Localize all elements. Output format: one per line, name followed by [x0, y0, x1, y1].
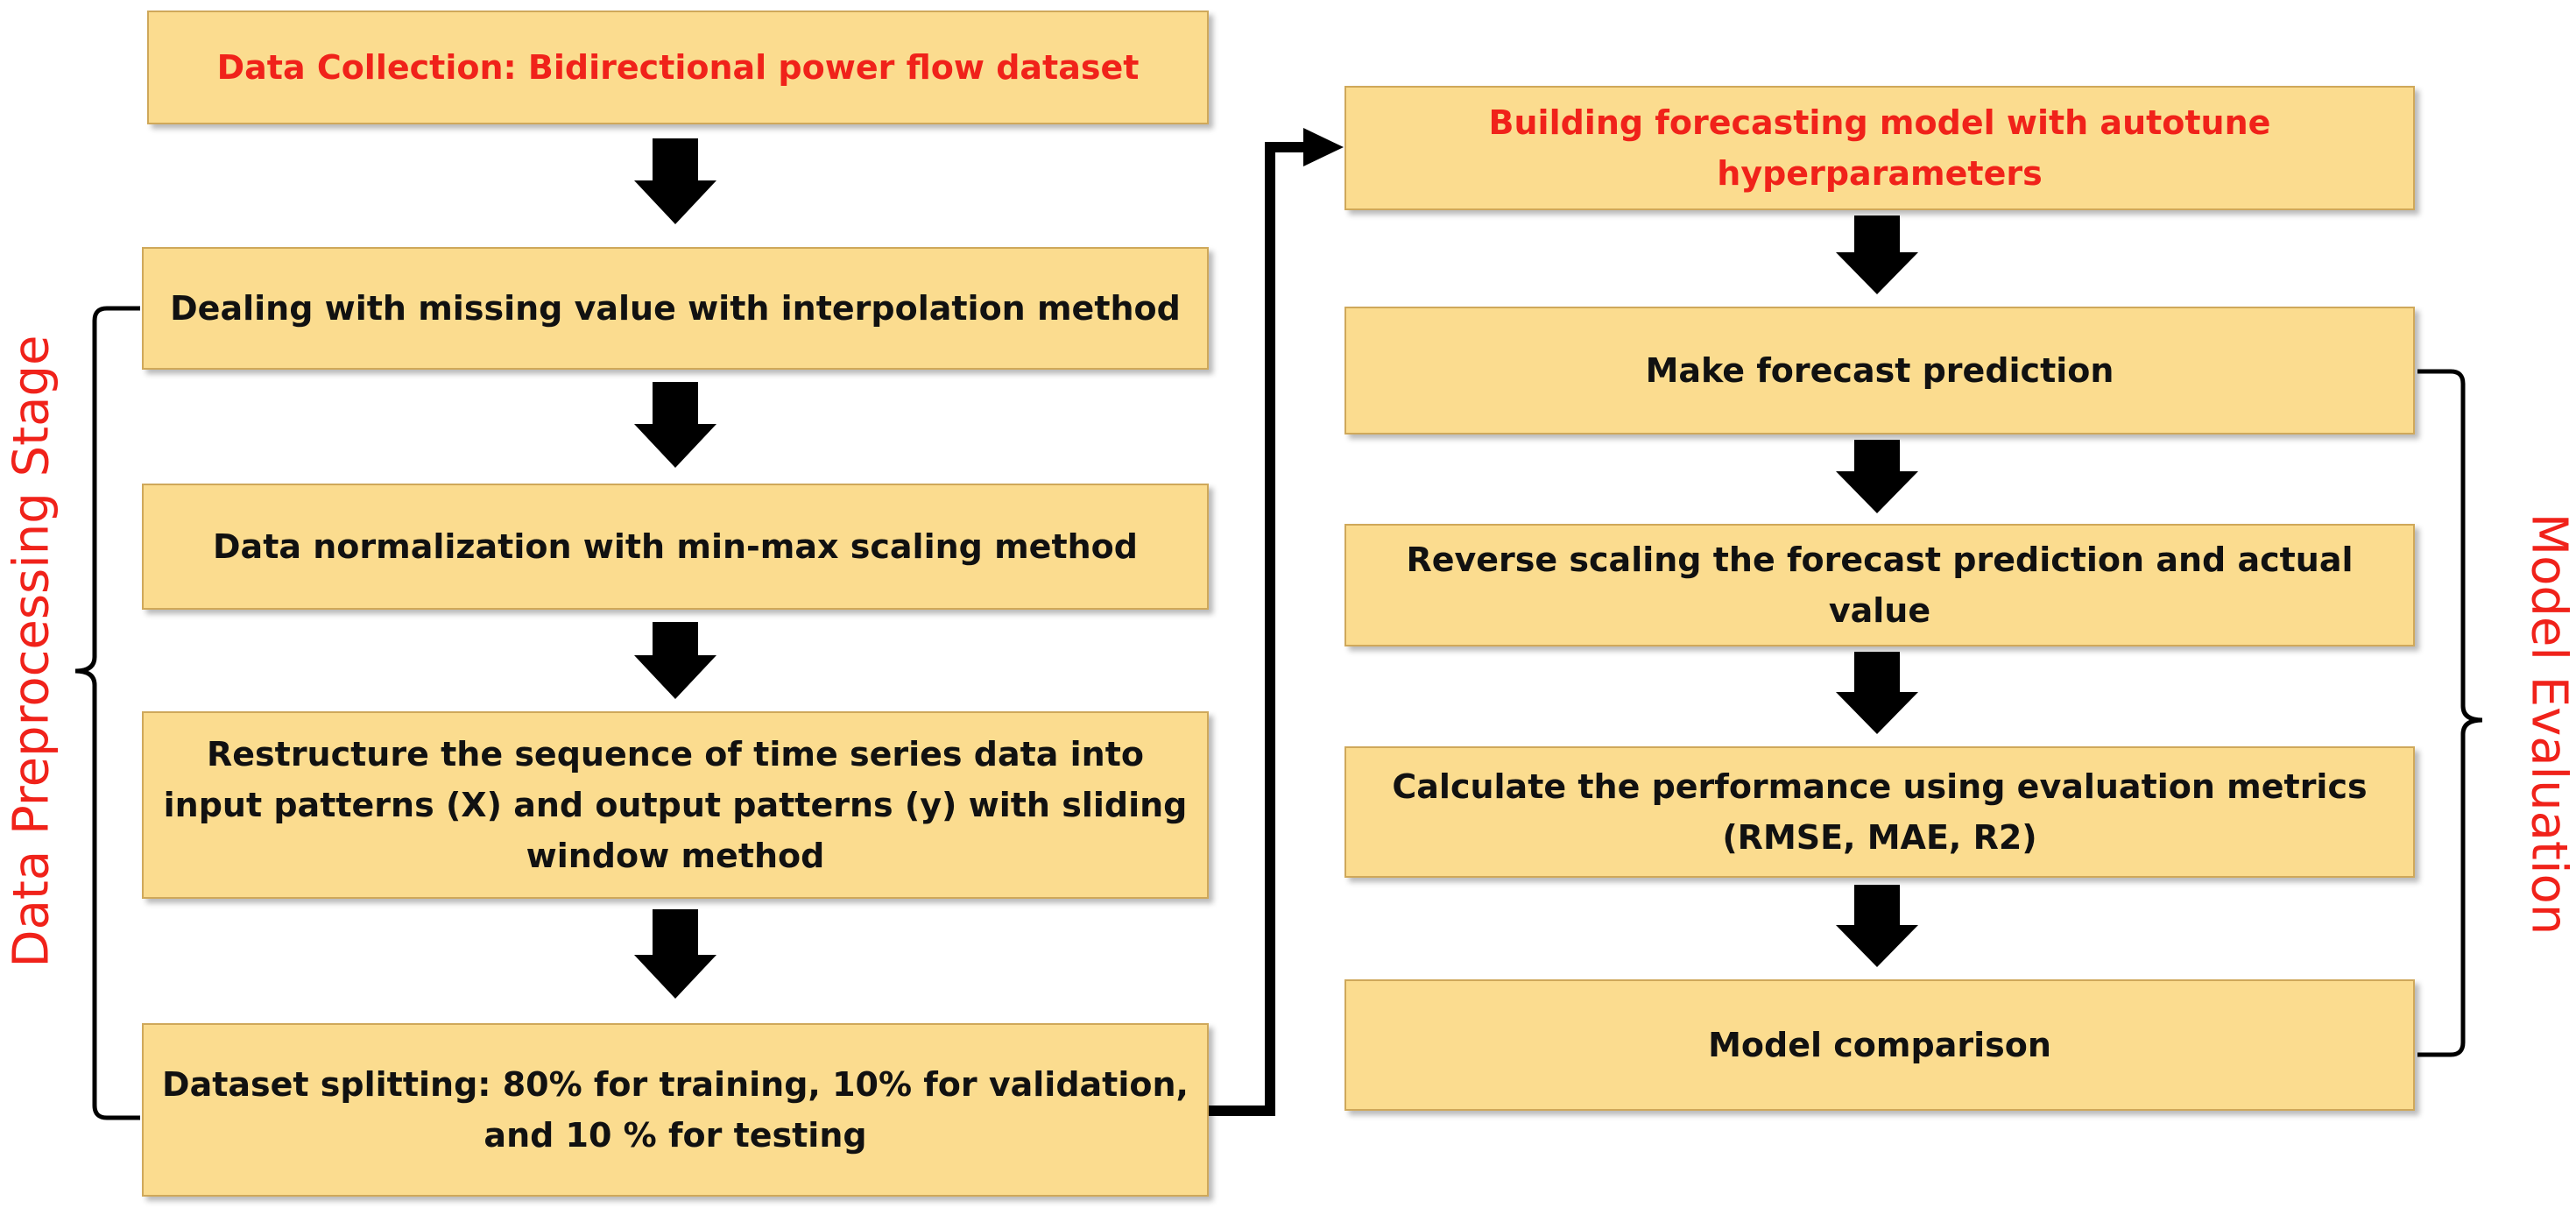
restructure-text: Restructure the sequence of time series …: [163, 735, 1188, 875]
arrow-down-icon: [1836, 652, 1918, 734]
reverse-scaling-text: Reverse scaling the forecast prediction …: [1406, 540, 2354, 630]
normalization-box: Data normalization with min-max scaling …: [142, 484, 1209, 610]
dataset-splitting-text: Dataset splitting: 80% for training, 10%…: [162, 1065, 1189, 1155]
calculate-performance-text: Calculate the performance using evaluati…: [1392, 767, 2368, 857]
arrow-down-icon: [1836, 440, 1918, 513]
arrow-down-icon: [634, 138, 716, 224]
building-model-box: Building forecasting model with autotune…: [1344, 86, 2415, 210]
arrow-right-icon: [1303, 128, 1344, 166]
arrow-down-icon: [1836, 885, 1918, 967]
model-evaluation-label: Model Evaluation: [2520, 512, 2576, 936]
model-comparison-text: Model comparison: [1708, 1026, 2051, 1064]
restructure-box: Restructure the sequence of time series …: [142, 711, 1209, 899]
reverse-scaling-box: Reverse scaling the forecast prediction …: [1344, 524, 2415, 646]
calculate-performance-box: Calculate the performance using evaluati…: [1344, 746, 2415, 878]
data-collection-box: Data Collection: Bidirectional power flo…: [147, 11, 1209, 124]
make-forecast-box: Make forecast prediction: [1344, 307, 2415, 434]
data-preprocessing-stage-label: Data Preprocessing Stage: [3, 335, 60, 968]
missing-value-box: Dealing with missing value with interpol…: [142, 247, 1209, 370]
data-collection-text: Data Collection: Bidirectional power flo…: [216, 48, 1140, 87]
left-brace: [74, 306, 140, 1120]
arrow-down-icon: [634, 382, 716, 468]
make-forecast-text: Make forecast prediction: [1645, 351, 2114, 390]
normalization-text: Data normalization with min-max scaling …: [213, 527, 1138, 566]
missing-value-text: Dealing with missing value with interpol…: [170, 289, 1181, 328]
arrow-down-icon: [634, 909, 716, 999]
model-comparison-box: Model comparison: [1344, 979, 2415, 1111]
arrow-down-icon: [634, 622, 716, 699]
dataset-splitting-box: Dataset splitting: 80% for training, 10%…: [142, 1023, 1209, 1197]
right-brace: [2417, 369, 2483, 1057]
arrow-down-icon: [1836, 215, 1918, 294]
building-model-text: Building forecasting model with autotune…: [1488, 103, 2271, 193]
flow-connector-line: [1209, 142, 1307, 1116]
